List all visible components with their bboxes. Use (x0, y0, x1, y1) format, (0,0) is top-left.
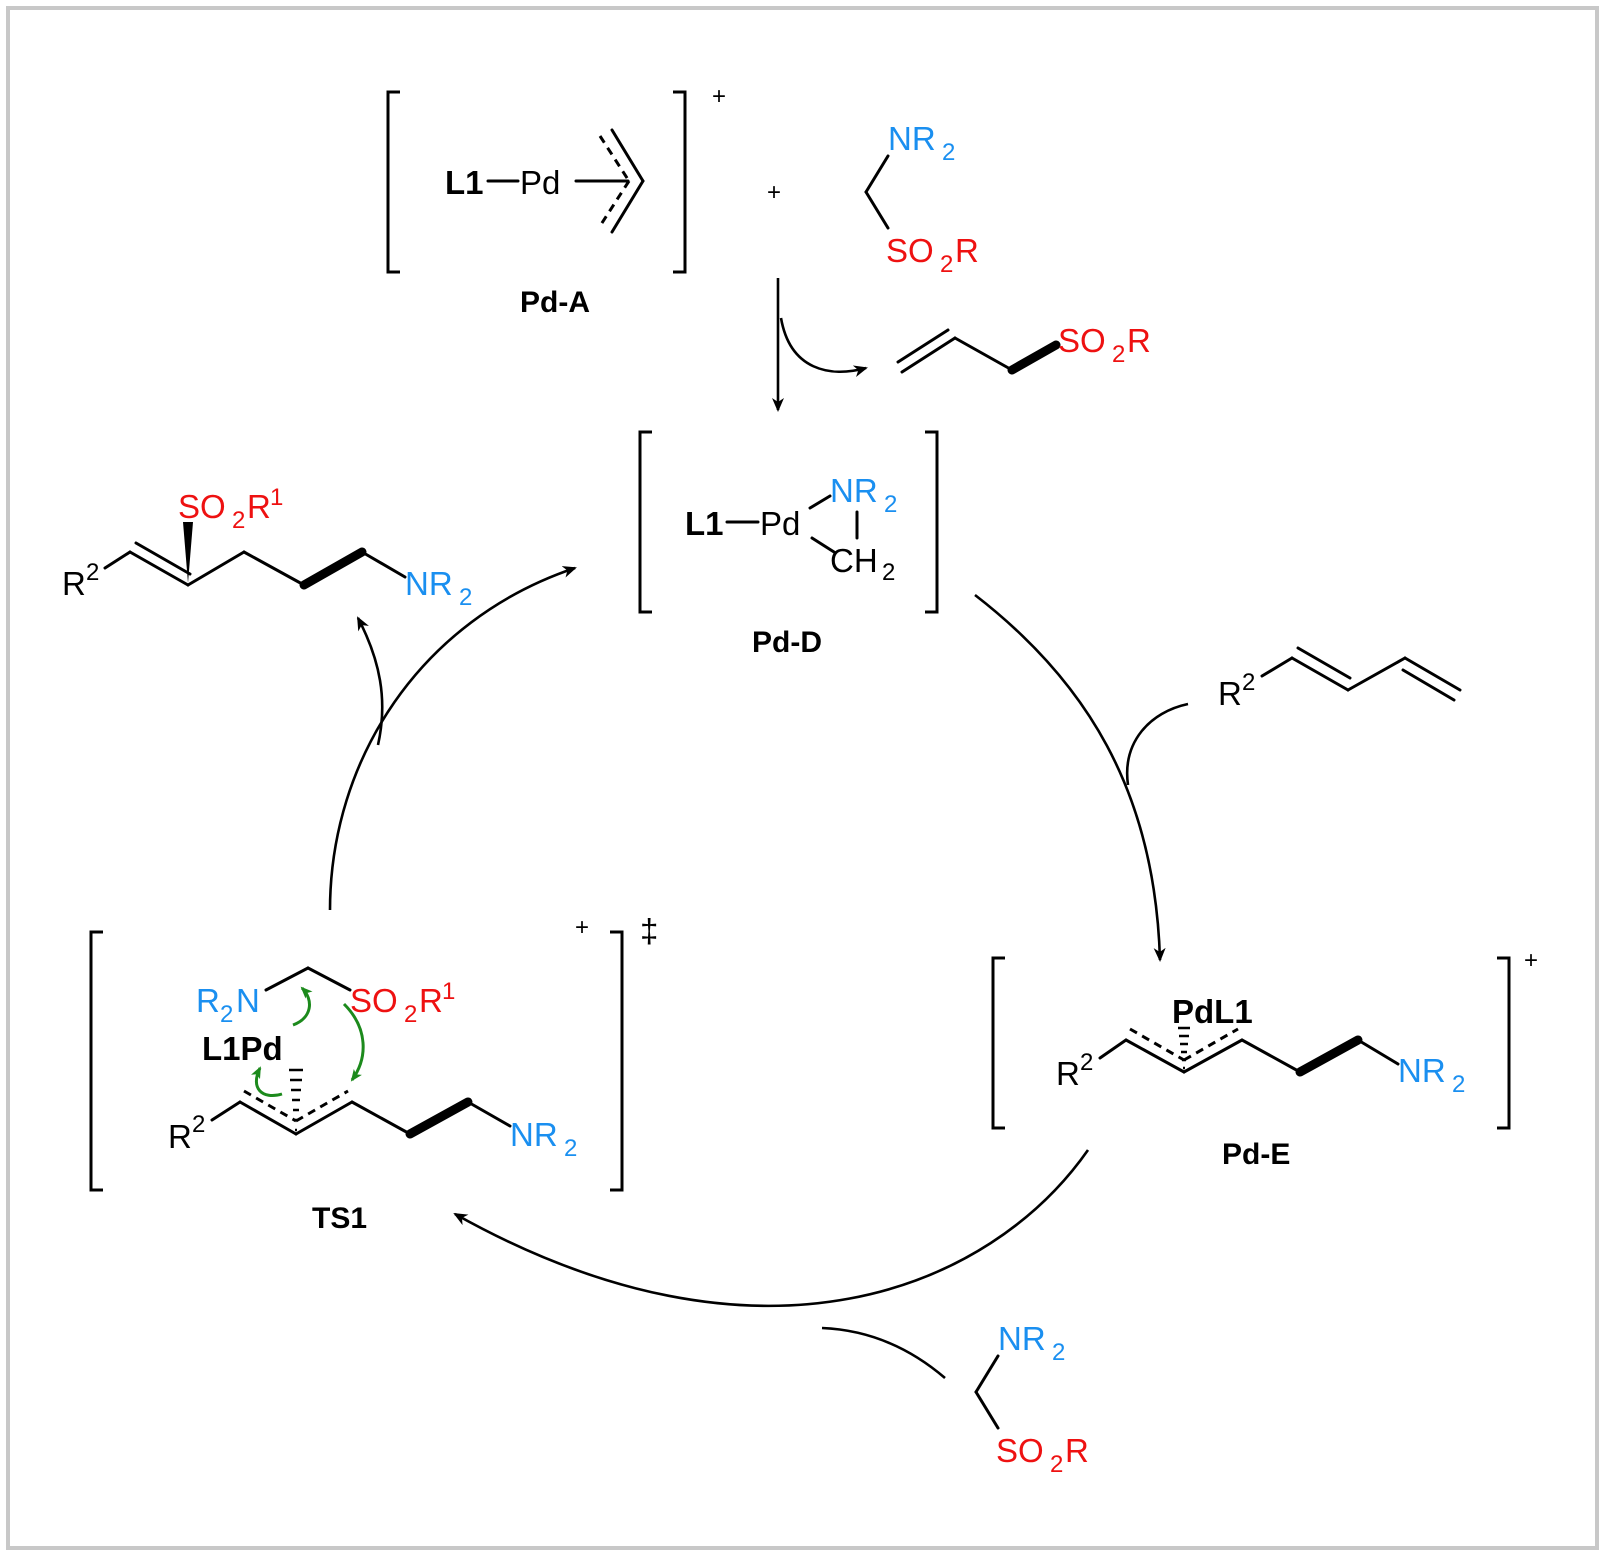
svg-text:2: 2 (1080, 1049, 1093, 1076)
svg-text:R: R (419, 982, 443, 1019)
svg-text:R: R (1218, 675, 1242, 712)
svg-text:2: 2 (404, 1001, 417, 1028)
metal-pd: Pd (520, 164, 560, 201)
svg-text:2: 2 (459, 584, 472, 611)
svg-text:2: 2 (232, 507, 245, 534)
svg-text:2: 2 (564, 1135, 577, 1162)
curly-arrow-icon (292, 986, 313, 1027)
svg-text:NR: NR (830, 472, 878, 509)
svg-text:SO: SO (996, 1432, 1044, 1469)
arrow-pd-d-to-pd-e (974, 593, 1166, 962)
svg-text:CH: CH (830, 542, 878, 579)
product-allylic-sulfone: R 2 SO 2 R 1 NR 2 (62, 484, 472, 611)
svg-text:N: N (236, 982, 260, 1019)
svg-text:2: 2 (940, 251, 953, 278)
svg-text:2: 2 (1050, 1451, 1063, 1478)
svg-text:2: 2 (192, 1111, 205, 1138)
bracket-right (673, 90, 687, 274)
svg-text:2: 2 (942, 139, 955, 166)
charge-plus: + (1524, 947, 1538, 974)
svg-text:NR: NR (888, 120, 936, 157)
bracket-left (638, 430, 652, 614)
complex-pd-d: L1 Pd NR 2 CH 2 Pd-D (638, 430, 939, 659)
svg-text:NR: NR (998, 1320, 1046, 1357)
svg-text:1: 1 (270, 484, 283, 511)
charge-plus: + (575, 914, 589, 941)
reagent-aminomethyl-sulfone-bottom: NR 2 SO 2 R (974, 1320, 1089, 1478)
hashed-bond (289, 1068, 303, 1132)
ligand-l1: L1 (685, 505, 724, 542)
arrow-pd-e-to-ts1 (453, 1149, 1090, 1308)
svg-text:NR: NR (405, 565, 453, 602)
svg-text:R: R (196, 982, 220, 1019)
label-pd-d: Pd-D (752, 626, 822, 659)
svg-text:SO: SO (350, 982, 398, 1019)
plus-sign: + (767, 179, 781, 206)
svg-text:SO: SO (1058, 322, 1106, 359)
svg-text:2: 2 (86, 559, 99, 586)
svg-text:2: 2 (1452, 1071, 1465, 1098)
reagent-aminomethyl-sulfone-top: NR 2 SO 2 R (864, 120, 979, 278)
ligand-l1pd: L1Pd (202, 1030, 283, 1067)
byproduct-allyl-sulfone: SO 2 R (896, 322, 1151, 375)
transition-state-ts1: + ‡ R 2 N SO 2 R 1 L1Pd R 2 NR 2 (89, 912, 658, 1235)
svg-text:SO: SO (178, 488, 226, 525)
ligand-pdl1: PdL1 (1172, 993, 1253, 1030)
svg-text:NR: NR (1398, 1052, 1446, 1089)
curly-arrow-icon (251, 1066, 283, 1097)
bracket-right (610, 930, 624, 1192)
arrow-product-release (356, 616, 384, 746)
figure-frame (6, 6, 1599, 1550)
ligand-l1: L1 (445, 164, 484, 201)
diene-substrate: R 2 (1218, 646, 1462, 712)
bracket-right (1497, 956, 1511, 1130)
svg-text:R: R (1127, 322, 1151, 359)
svg-text:R: R (247, 488, 271, 525)
hashed-bond (1178, 1026, 1190, 1070)
bracket-left (991, 956, 1005, 1130)
svg-text:2: 2 (1112, 341, 1125, 368)
arrow-reagent-entry (821, 1326, 946, 1379)
metal-pd: Pd (760, 505, 800, 542)
arrow-ts1-to-pd-d (328, 566, 577, 911)
wedge-bond (183, 522, 193, 583)
svg-text:2: 2 (220, 1001, 233, 1028)
arrow-diene-entry (1125, 702, 1189, 786)
svg-text:R: R (1065, 1432, 1089, 1469)
arrow-byproduct (779, 317, 868, 377)
svg-text:R: R (1056, 1055, 1080, 1092)
bracket-right (925, 430, 939, 614)
svg-text:2: 2 (1242, 669, 1255, 696)
svg-text:1: 1 (442, 978, 455, 1005)
label-pd-e: Pd-E (1222, 1138, 1290, 1171)
charge-plus: + (712, 83, 726, 110)
label-ts1: TS1 (312, 1202, 367, 1235)
svg-text:NR: NR (510, 1116, 558, 1153)
curly-arrow-icon (342, 1002, 365, 1082)
bracket-left (386, 90, 400, 274)
complex-pd-a: + L1 Pd Pd-A (386, 83, 726, 319)
svg-text:R: R (168, 1118, 192, 1155)
svg-text:SO: SO (886, 232, 934, 269)
svg-text:R: R (62, 565, 86, 602)
svg-text:2: 2 (882, 559, 895, 586)
double-dagger: ‡ (640, 912, 658, 949)
svg-text:2: 2 (1052, 1339, 1065, 1366)
svg-text:R: R (955, 232, 979, 269)
complex-pd-e: + PdL1 R 2 NR 2 Pd-E (991, 947, 1538, 1171)
label-pd-a: Pd-A (520, 286, 590, 319)
svg-text:2: 2 (884, 491, 897, 518)
bracket-left (89, 930, 103, 1192)
